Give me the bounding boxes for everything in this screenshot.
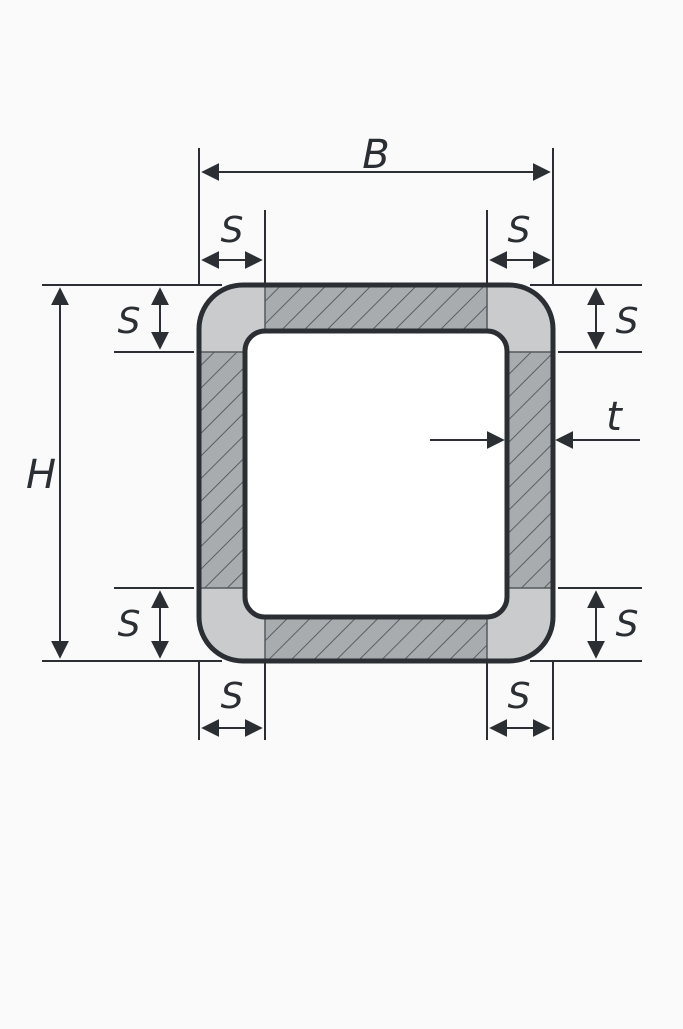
- top-flat-wall: [265, 285, 487, 336]
- bottom-flat-wall: [265, 612, 487, 661]
- inner-outline: [242, 328, 510, 620]
- left-flat-wall: [199, 352, 250, 588]
- s-label-bottom-left: S: [221, 676, 244, 717]
- s-label-bottom-right: S: [508, 676, 531, 717]
- width-label-B: B: [362, 132, 389, 178]
- s-label-left-lower: S: [118, 604, 141, 645]
- s-label-top-left: S: [221, 210, 244, 251]
- height-label-H: H: [26, 452, 56, 498]
- right-flat-wall: [502, 352, 553, 588]
- outer-outline: [196, 282, 556, 664]
- thickness-label-t: t: [606, 394, 623, 440]
- s-label-left-upper: S: [118, 301, 141, 342]
- dimension-lines: [42, 148, 642, 740]
- s-label-top-right: S: [508, 210, 531, 251]
- s-label-right-upper: S: [616, 301, 639, 342]
- s-label-right-lower: S: [616, 604, 639, 645]
